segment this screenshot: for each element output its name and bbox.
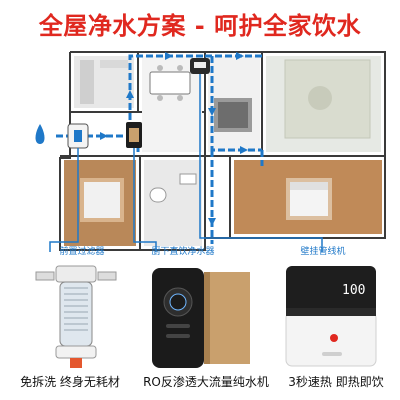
water-drop-icon (35, 124, 45, 144)
display-reading: 100 (342, 283, 365, 298)
pre-filter-label: 前置过滤器 (59, 247, 105, 257)
ro-purifier-label: 厨下直饮净水器 (151, 247, 215, 257)
bathroom-floor (144, 160, 202, 246)
status-led-icon (330, 334, 338, 342)
dispenser-marker-icon (190, 58, 210, 74)
ro-purifier-caption: RO反渗透大流量纯水机 (143, 375, 269, 389)
floor-plan (35, 51, 386, 252)
wall-dispenser-icon: 100 (285, 266, 377, 367)
pre-filter-marker-icon (67, 123, 89, 149)
flow-arrows (100, 52, 248, 226)
pre-filter-icon (35, 265, 117, 368)
pre-filter-caption: 免拆洗 终身无耗材 (20, 375, 120, 389)
furniture (80, 59, 371, 222)
ro-purifier-icon (152, 268, 250, 368)
page-title: 全屋净水方案 - 呵护全家饮水 (38, 12, 362, 40)
floor-plan-walls (59, 51, 386, 251)
purifier-marker-icon (126, 122, 142, 148)
label-connectors (49, 74, 323, 252)
wall-dispenser-label: 壁挂管线机 (300, 247, 346, 257)
wall-dispenser-caption: 3秒速热 即热即饮 (288, 375, 384, 389)
